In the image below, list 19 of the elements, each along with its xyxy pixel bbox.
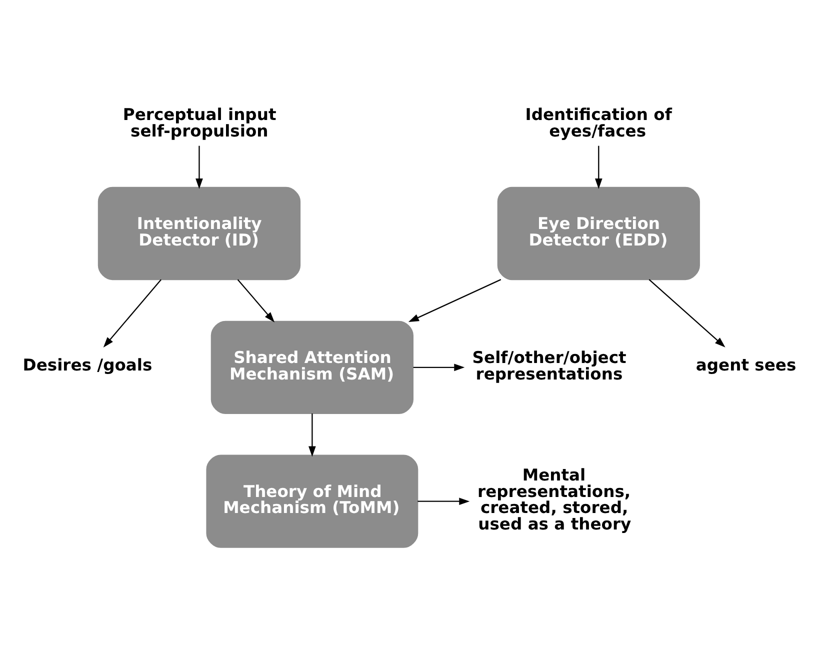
arrow	[103, 278, 162, 348]
arrow	[237, 278, 275, 322]
node-text: Perceptual input self-propulsion	[122, 104, 276, 140]
arrow	[413, 363, 465, 371]
node-box: Intentionality Detector (ID)	[98, 186, 301, 280]
arrow	[308, 413, 316, 456]
node-text: agent sees	[696, 355, 796, 374]
node-text: Mental representations, created, stored, used as a theory	[478, 465, 632, 534]
node-box: Theory of Mind Mechanism (ToMM)	[206, 454, 418, 548]
node-text: Self/other/object representations	[472, 348, 626, 383]
arrow	[418, 497, 470, 505]
arrow	[648, 278, 726, 347]
node-text: Identification of eyes/faces	[525, 104, 672, 140]
arrow	[196, 145, 203, 188]
arrow	[594, 145, 602, 188]
arrow	[408, 278, 502, 322]
node-box: Eye Direction Detector (EDD)	[497, 186, 700, 280]
node-text: Desires /goals	[22, 355, 152, 374]
node-box: Shared Attention Mechanism (SAM)	[210, 320, 414, 414]
